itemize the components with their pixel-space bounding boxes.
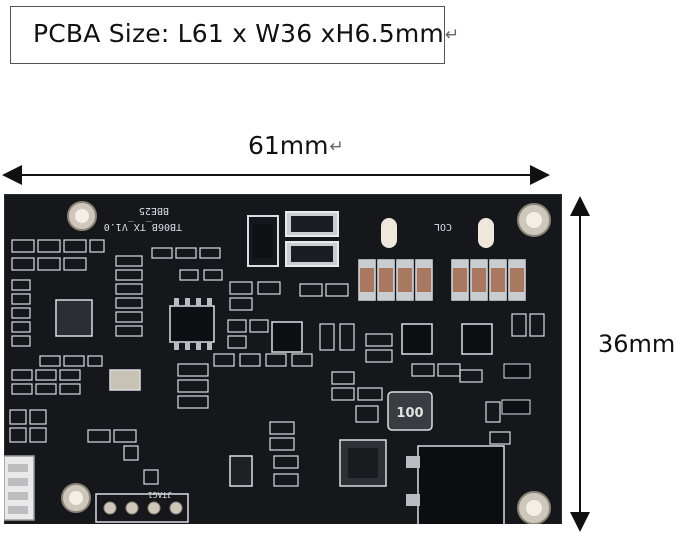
soic-ic	[169, 298, 215, 350]
inductor-marking: 100	[396, 406, 423, 421]
ceramic-capacitor-row	[358, 259, 526, 301]
jtag-label: JTAG1	[148, 490, 172, 499]
pcb-board-photo: TB06B_TX_V1.0 BBE25 COL	[4, 194, 562, 538]
jtag-header: JTAG1	[95, 490, 189, 523]
side-connector	[4, 455, 35, 521]
size-caption-box: PCBA Size: L61 x W36 xH6.5mm↵	[10, 6, 459, 64]
qfn-ic	[55, 299, 93, 337]
silkscreen-col: COL	[434, 221, 452, 232]
height-dimension-label: 36mm	[598, 330, 676, 358]
passive-components	[9, 239, 545, 487]
power-inductor: 100	[387, 391, 433, 431]
width-dimension-label: 61mm↵	[248, 131, 344, 160]
size-caption-text: PCBA Size: L61 x W36 xH6.5mm	[33, 19, 444, 48]
smd-diode	[285, 211, 339, 267]
mounting-hole	[61, 201, 551, 525]
silkscreen-model: TB06B_TX_V1.0	[104, 221, 182, 232]
width-dimension-text: 61mm	[248, 131, 329, 160]
size-caption: PCBA Size: L61 x W36 xH6.5mm↵	[33, 19, 459, 48]
pcb-board: TB06B_TX_V1.0 BBE25 COL	[4, 194, 562, 538]
return-mark-icon: ↵	[329, 137, 344, 157]
return-mark-icon: ↵	[444, 25, 460, 45]
silkscreen-code: BBE25	[139, 205, 169, 216]
